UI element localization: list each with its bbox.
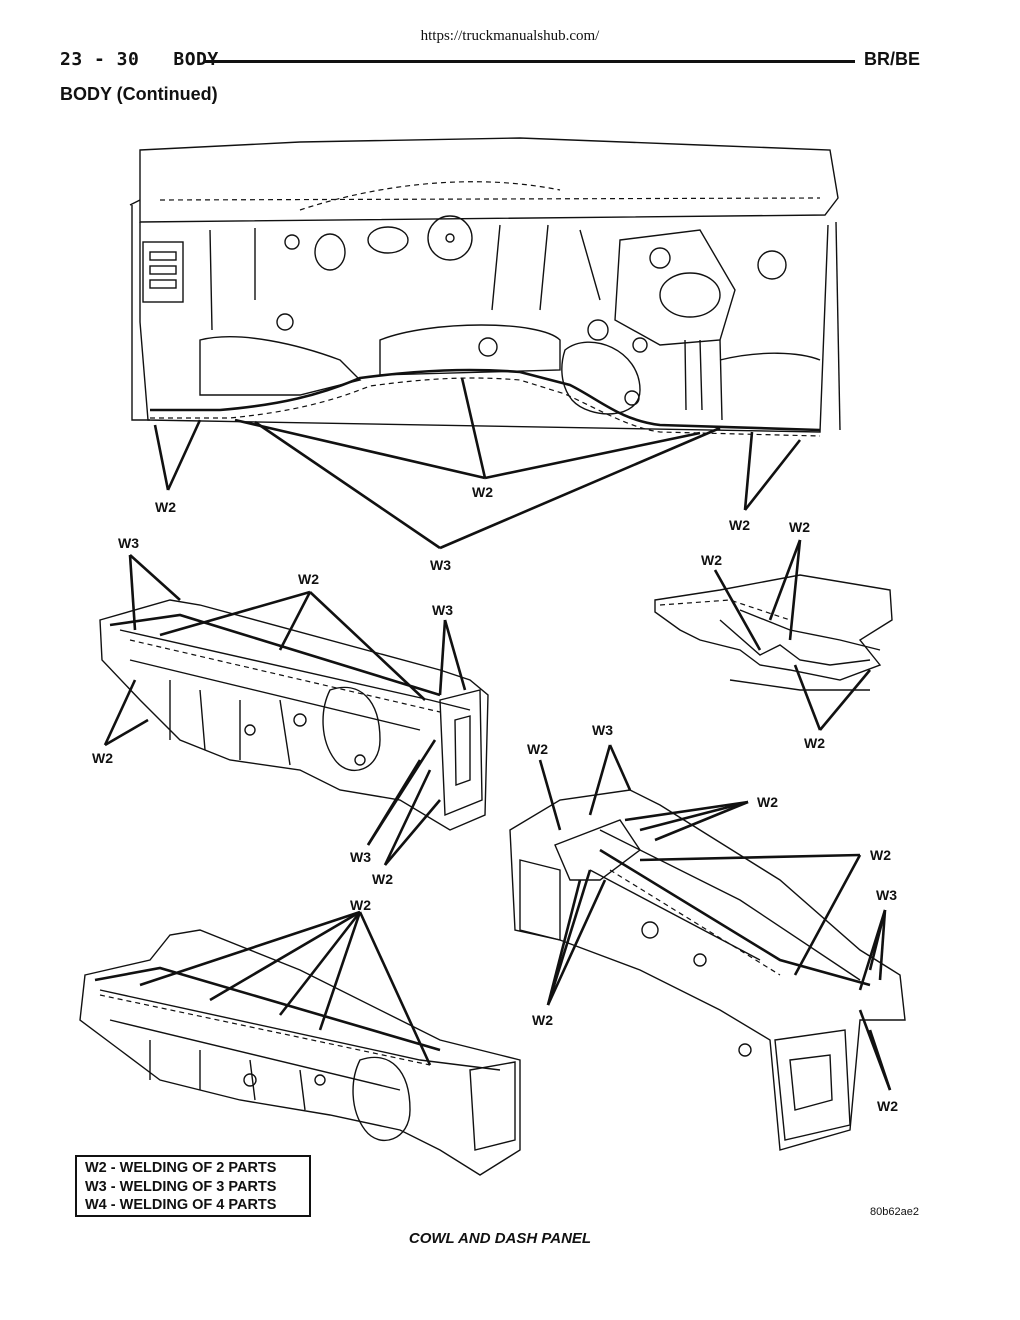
label-w2: W2 xyxy=(701,552,722,568)
figure-code: 80b62ae2 xyxy=(870,1206,919,1218)
label-w2: W2 xyxy=(472,484,493,500)
label-w2: W2 xyxy=(350,897,371,913)
label-w2: W2 xyxy=(92,750,113,766)
cowl-left-iso-view xyxy=(99,599,489,831)
header-model: BR/BE xyxy=(864,49,921,69)
label-w2: W2 xyxy=(870,847,891,863)
label-w2: W2 xyxy=(789,519,810,535)
legend-item: W4 - WELDING OF 4 PARTS xyxy=(85,1197,277,1213)
label-w3: W3 xyxy=(430,557,451,573)
label-w2: W2 xyxy=(757,794,778,810)
cowl-right-iso-view xyxy=(509,789,906,1151)
label-w2: W2 xyxy=(877,1098,898,1114)
label-w2: W2 xyxy=(804,735,825,751)
label-w3: W3 xyxy=(592,722,613,738)
label-w3: W3 xyxy=(432,602,453,618)
legend-item: W3 - WELDING OF 3 PARTS xyxy=(85,1178,277,1195)
cowl-full-iso-view xyxy=(79,929,521,1176)
label-w3: W3 xyxy=(118,535,139,551)
label-w2: W2 xyxy=(532,1012,553,1028)
legend-item: W2 - WELDING OF 2 PARTS xyxy=(85,1160,277,1176)
source-url[interactable]: https://truckmanualshub.com/ xyxy=(420,28,600,44)
cowl-dash-panel-figure: W2 W2 W3 W2 W2 W3 W2 W3 W2 W3 W2 xyxy=(79,137,919,1218)
label-w2: W2 xyxy=(372,871,393,887)
weld-legend: W2 - WELDING OF 2 PARTS W3 - WELDING OF … xyxy=(75,1155,311,1217)
label-w2: W2 xyxy=(298,571,319,587)
figure-caption: COWL AND DASH PANEL xyxy=(408,1230,592,1247)
label-w3: W3 xyxy=(876,887,897,903)
section-title: BODY (Continued) xyxy=(60,84,218,104)
header-section: BODY xyxy=(173,49,219,70)
label-w3: W3 xyxy=(350,849,371,865)
label-w2: W2 xyxy=(527,741,548,757)
detail-view-right xyxy=(654,574,893,691)
label-w2: W2 xyxy=(155,499,176,515)
page-header-left: 23 - 30 BODY xyxy=(60,49,219,70)
label-w2: W2 xyxy=(729,517,750,533)
dash-panel-front-view xyxy=(129,137,841,437)
page-ref: 23 - 30 xyxy=(60,49,140,70)
header-rule xyxy=(205,60,855,63)
